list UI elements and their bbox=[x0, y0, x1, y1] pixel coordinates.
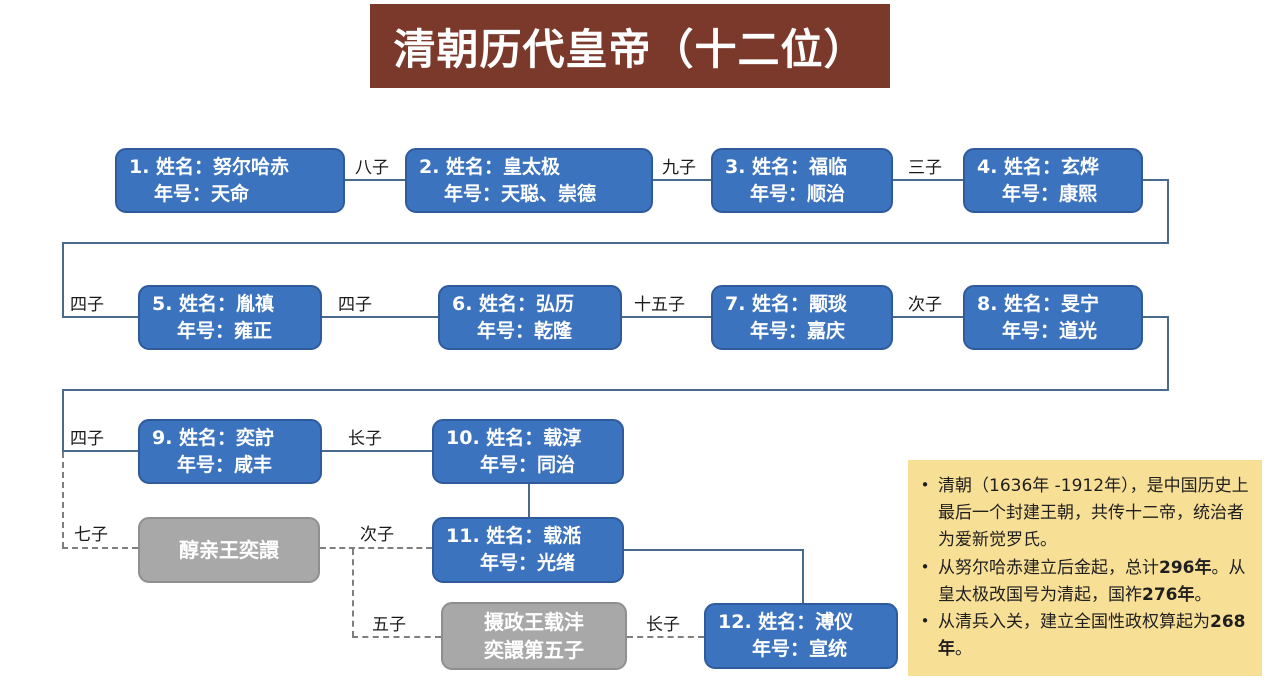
emperor-box-9: 9. 姓名：奕詝 年号：咸丰 bbox=[138, 419, 322, 484]
emperor-box-12: 12. 姓名：溥仪 年号：宣统 bbox=[704, 603, 898, 669]
info-panel: • 清朝（1636年 -1912年），是中国历史上最后一个封建王朝，共传十二帝，… bbox=[908, 460, 1262, 676]
emperor-name: 8. 姓名：旻宁 bbox=[977, 292, 1100, 315]
connector-solid bbox=[893, 179, 963, 181]
emperor-era: 年号：乾隆 bbox=[477, 319, 573, 342]
emperor-era: 年号：光绪 bbox=[480, 552, 576, 574]
emperor-name: 5. 姓名：胤禛 bbox=[152, 292, 275, 315]
emperor-name: 1. 姓名：努尔哈赤 bbox=[129, 155, 290, 178]
emperor-name: 6. 姓名：弘历 bbox=[452, 292, 575, 315]
emperor-box-6: 6. 姓名：弘历 年号：乾隆 bbox=[438, 285, 622, 350]
emperor-era: 年号：道光 bbox=[1002, 319, 1098, 342]
emperor-era: 年号：康熙 bbox=[1002, 182, 1098, 205]
emperor-name: 7. 姓名：颙琰 bbox=[725, 292, 848, 315]
emperor-box-7: 7. 姓名：颙琰 年号：嘉庆 bbox=[711, 285, 893, 350]
connector-solid bbox=[62, 389, 64, 452]
emperor-era: 年号：嘉庆 bbox=[750, 319, 846, 342]
connector-solid bbox=[62, 450, 138, 452]
relation-label: 长子 bbox=[348, 429, 382, 449]
emperor-name: 11. 姓名：载湉 bbox=[446, 525, 582, 548]
connector-solid bbox=[802, 549, 804, 605]
info-text: 从努尔哈赤建立后金起，总计 bbox=[938, 557, 1159, 578]
connector-dashed bbox=[62, 452, 64, 548]
info-text: 。 bbox=[1194, 584, 1212, 605]
emperor-box-1: 1. 姓名：努尔哈赤 年号：天命 bbox=[115, 148, 345, 213]
emperor-name: 12. 姓名：溥仪 bbox=[718, 611, 854, 634]
connector-solid bbox=[622, 316, 711, 318]
connector-dashed bbox=[62, 547, 138, 549]
connector-solid bbox=[1143, 316, 1169, 318]
emperor-box-10: 10. 姓名：载淳 年号：同治 bbox=[432, 419, 624, 484]
relation-label: 十五子 bbox=[634, 295, 685, 315]
emperor-era: 年号：咸丰 bbox=[177, 453, 273, 476]
bullet-icon: • bbox=[920, 557, 930, 576]
connector-solid bbox=[322, 316, 438, 318]
emperor-era: 年号：天命 bbox=[154, 182, 250, 205]
info-text: 清朝（1636年 -1912年），是中国历史上最后一个封建王朝，共传十二帝，统治… bbox=[938, 476, 1249, 551]
info-bullet-item: • 从清兵入关，建立全国性政权算起为268年。 bbox=[912, 609, 1254, 663]
emperor-box-5: 5. 姓名：胤禛 年号：雍正 bbox=[138, 285, 322, 350]
connector-dashed bbox=[320, 547, 432, 549]
regent-box-zaifeng: 摄政王载沣 奕譞第五子 bbox=[441, 602, 627, 670]
relation-label: 四子 bbox=[70, 429, 104, 449]
regent-name: 醇亲王奕譞 bbox=[179, 538, 279, 562]
emperor-box-3: 3. 姓名：福临 年号：顺治 bbox=[711, 148, 893, 213]
relation-label: 九子 bbox=[662, 158, 696, 178]
info-text-bold: 296年 bbox=[1159, 557, 1212, 578]
emperor-era: 年号：宣统 bbox=[752, 638, 848, 660]
info-text: 从清兵入关，建立全国性政权算起为 bbox=[938, 611, 1210, 632]
connector-dashed bbox=[627, 636, 704, 638]
connector-solid bbox=[62, 316, 138, 318]
info-bullet-item: • 清朝（1636年 -1912年），是中国历史上最后一个封建王朝，共传十二帝，… bbox=[912, 473, 1254, 555]
info-text-bold: 276年 bbox=[1142, 584, 1195, 605]
relation-label: 四子 bbox=[338, 295, 372, 315]
emperor-era: 年号：同治 bbox=[480, 453, 576, 476]
info-bullet-item: • 从努尔哈赤建立后金起，总计296年。从皇太极改国号为清起，国祚276年。 bbox=[912, 555, 1254, 609]
relation-label: 次子 bbox=[360, 525, 394, 545]
emperor-box-2: 2. 姓名：皇太极 年号：天聪、崇德 bbox=[405, 148, 653, 213]
connector-solid bbox=[528, 483, 530, 517]
relation-label: 七子 bbox=[74, 525, 108, 545]
relation-label: 五子 bbox=[372, 615, 406, 635]
connector-solid bbox=[1143, 179, 1169, 181]
emperor-name: 9. 姓名：奕詝 bbox=[152, 426, 275, 449]
info-text-bold: 268年 bbox=[938, 611, 1246, 660]
connector-dashed bbox=[352, 636, 441, 638]
emperor-name: 2. 姓名：皇太极 bbox=[419, 155, 561, 178]
connector-solid bbox=[1167, 316, 1169, 391]
relation-label: 三子 bbox=[908, 158, 942, 178]
bullet-icon: • bbox=[920, 476, 930, 494]
emperor-era: 年号：顺治 bbox=[750, 182, 846, 205]
emperor-box-8: 8. 姓名：旻宁 年号：道光 bbox=[963, 285, 1143, 350]
info-text: 。从皇太极改国号为清起，国祚 bbox=[938, 557, 1246, 605]
relation-label: 八子 bbox=[355, 158, 389, 178]
emperor-era: 年号：天聪、崇德 bbox=[444, 182, 597, 205]
connector-solid bbox=[62, 242, 64, 318]
emperor-name: 3. 姓名：福临 bbox=[725, 155, 848, 178]
emperor-box-4: 4. 姓名：玄烨 年号：康熙 bbox=[963, 148, 1143, 213]
connector-solid bbox=[1167, 179, 1169, 244]
connector-dashed bbox=[352, 549, 354, 637]
regent-box-yixuan: 醇亲王奕譞 bbox=[138, 517, 320, 583]
connector-solid bbox=[62, 242, 1169, 244]
relation-label: 长子 bbox=[646, 615, 680, 635]
emperor-name: 4. 姓名：玄烨 bbox=[977, 155, 1100, 178]
relation-label: 次子 bbox=[908, 295, 942, 315]
connector-solid bbox=[322, 450, 432, 452]
diagram-title: 清朝历代皇帝（十二位） bbox=[370, 4, 890, 88]
connector-solid bbox=[624, 549, 804, 551]
bullet-icon: • bbox=[920, 611, 930, 630]
emperor-box-11: 11. 姓名：载湉 年号：光绪 bbox=[432, 517, 624, 583]
info-text: 。 bbox=[955, 639, 972, 660]
relation-label: 四子 bbox=[70, 295, 104, 315]
connector-solid bbox=[345, 179, 405, 181]
emperor-era: 年号：雍正 bbox=[177, 319, 273, 342]
emperor-name: 10. 姓名：载淳 bbox=[446, 426, 582, 449]
connector-solid bbox=[893, 316, 963, 318]
connector-solid bbox=[653, 179, 711, 181]
regent-subtitle: 奕譞第五子 bbox=[484, 638, 584, 662]
regent-name: 摄政王载沣 bbox=[484, 610, 584, 634]
connector-solid bbox=[62, 389, 1169, 391]
